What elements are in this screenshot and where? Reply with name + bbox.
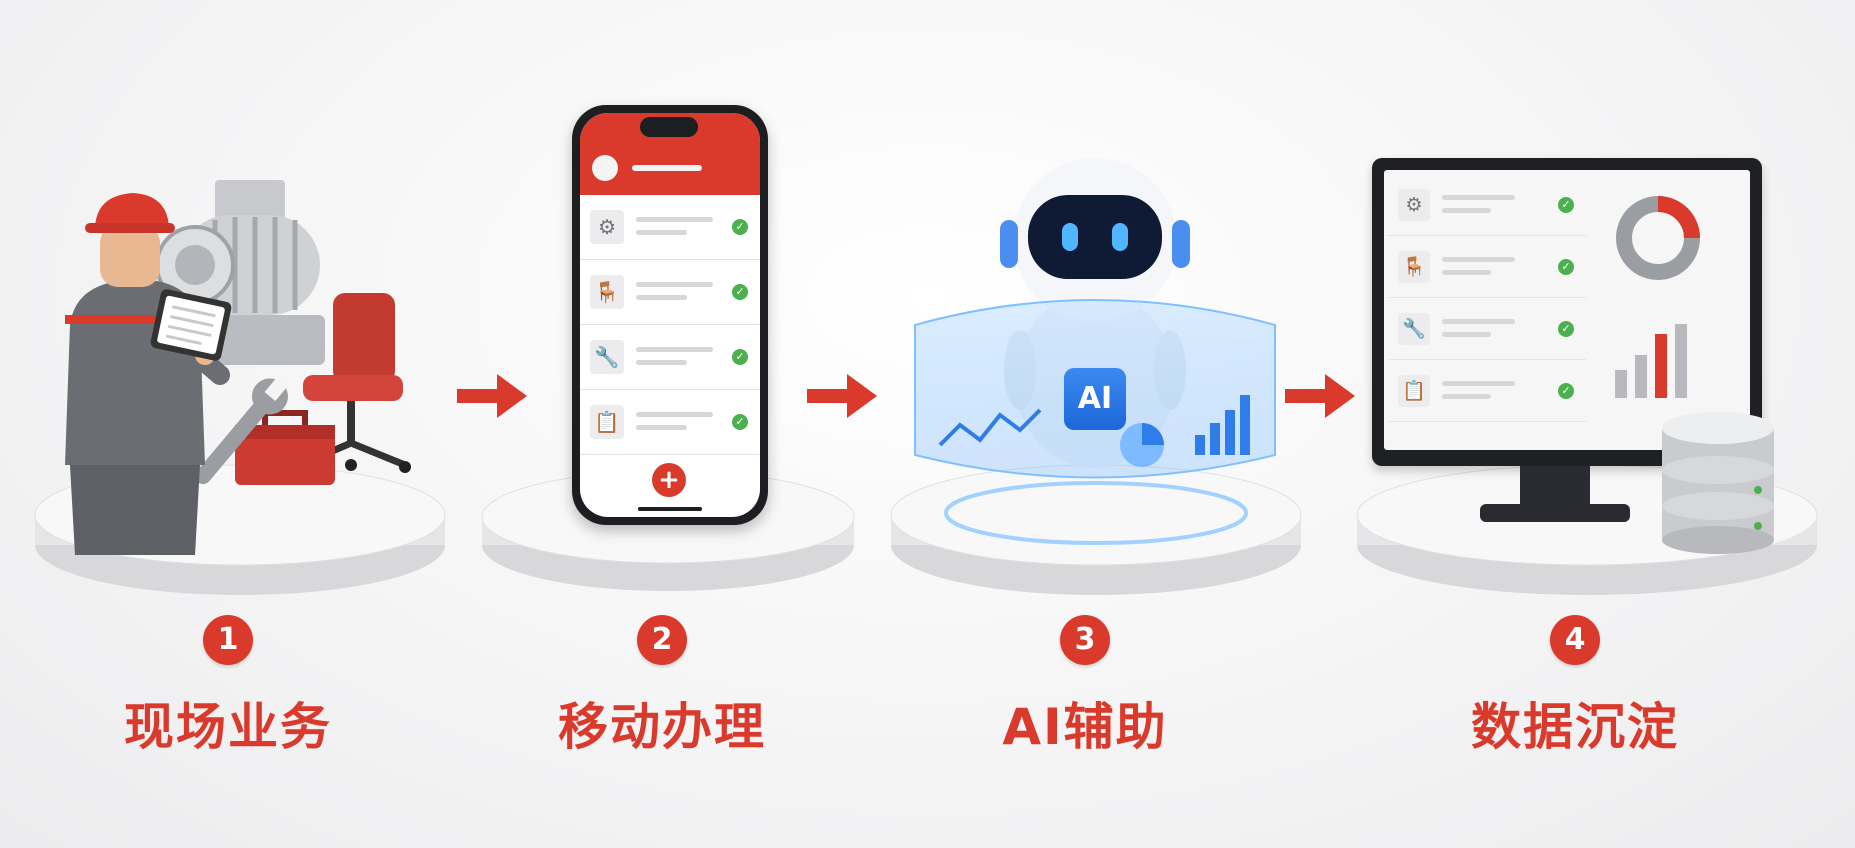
placeholder-line	[1442, 269, 1491, 275]
pedestal-3	[890, 464, 1302, 595]
field-worker-icon	[65, 180, 411, 555]
placeholder-line	[636, 412, 713, 418]
step-2-label: 移动办理	[558, 698, 766, 756]
clipboard-icon: 📋	[1398, 374, 1430, 407]
placeholder-line	[636, 347, 713, 353]
check-icon: ✓	[1558, 196, 1574, 213]
monitor-base	[1480, 504, 1630, 522]
wrench-icon	[195, 376, 289, 485]
placeholder-line	[636, 217, 713, 223]
placeholder-line	[636, 230, 688, 236]
step-1-label: 现场业务	[124, 698, 332, 756]
placeholder-line	[636, 282, 713, 288]
office-chair-icon: 🪑	[590, 275, 624, 309]
phone-header	[580, 113, 760, 195]
check-icon: ✓	[1558, 320, 1574, 337]
list-item[interactable]: 📋✓	[1388, 360, 1586, 422]
placeholder-line	[1442, 331, 1491, 337]
step-1-number: 1	[203, 615, 253, 665]
placeholder-line	[636, 425, 688, 431]
check-icon: ✓	[732, 284, 748, 300]
check-icon: ✓	[732, 414, 748, 430]
step-3-label: AI辅助	[1002, 698, 1168, 756]
donut-chart-icon	[1616, 196, 1700, 280]
ai-robot-icon	[914, 158, 1276, 479]
placeholder-line	[1442, 207, 1491, 213]
phone-notch	[640, 117, 698, 137]
step-4: 4 数据沉淀	[1425, 615, 1725, 759]
monitor-database-icon: ⚙✓🪑✓🔧✓📋✓	[1370, 158, 1774, 558]
motor-icon: ⚙	[1398, 188, 1430, 221]
step-2: 2 移动办理	[512, 615, 812, 759]
phone-screen: ⚙✓🪑✓🔧✓📋✓ +	[580, 113, 760, 517]
check-icon: ✓	[732, 219, 748, 235]
step-1: 1 现场业务	[78, 615, 378, 759]
line-chart-icon	[938, 408, 1042, 447]
list-item[interactable]: 🔧✓	[1388, 298, 1586, 360]
step-4-number: 4	[1550, 615, 1600, 665]
placeholder-line	[636, 295, 688, 301]
home-indicator	[638, 507, 702, 511]
robot-head	[1000, 158, 1190, 322]
bar-chart-icon	[1615, 324, 1687, 398]
office-chair-icon: 🪑	[1398, 250, 1430, 283]
placeholder-line	[1442, 393, 1491, 399]
ai-chip-icon: AI	[1064, 368, 1126, 430]
avatar	[592, 155, 618, 181]
wrench-icon: 🔧	[590, 340, 624, 374]
placeholder-line	[636, 360, 688, 366]
step-4-label: 数据沉淀	[1471, 698, 1679, 756]
step-3: 3 AI辅助	[935, 615, 1235, 759]
database-icon	[1662, 412, 1774, 554]
arrow-right-icon	[457, 374, 527, 418]
list-item[interactable]: 🔧✓	[580, 325, 760, 390]
placeholder-line	[1442, 381, 1516, 387]
monitor-screen: ⚙✓🪑✓🔧✓📋✓	[1384, 170, 1750, 450]
toolbox-icon	[235, 410, 335, 485]
check-icon: ✓	[732, 349, 748, 365]
list-item[interactable]: 🪑✓	[580, 260, 760, 325]
arrow-right-icon	[1285, 374, 1355, 418]
mobile-phone-icon: ⚙✓🪑✓🔧✓📋✓ +	[572, 105, 768, 525]
add-button[interactable]: +	[652, 463, 686, 497]
list-item[interactable]: 🪑✓	[1388, 236, 1586, 298]
placeholder-line	[1442, 195, 1516, 201]
list-item[interactable]: ⚙✓	[580, 195, 760, 260]
check-icon: ✓	[1558, 382, 1574, 399]
placeholder-line	[1442, 257, 1516, 263]
list-item[interactable]: ⚙✓	[1388, 174, 1586, 236]
list-item[interactable]: 📋✓	[580, 390, 760, 455]
header-title-bar	[632, 165, 702, 171]
step-2-number: 2	[637, 615, 687, 665]
motor-icon: ⚙	[590, 210, 624, 244]
placeholder-line	[1442, 319, 1516, 325]
clipboard-icon: 📋	[590, 405, 624, 439]
monitor-stand	[1520, 466, 1590, 510]
tablet-icon	[150, 289, 232, 361]
bar-chart-icon	[1195, 395, 1250, 455]
arrow-right-icon	[807, 374, 877, 418]
step-3-number: 3	[1060, 615, 1110, 665]
check-icon: ✓	[1558, 258, 1574, 275]
wrench-icon: 🔧	[1398, 312, 1430, 345]
